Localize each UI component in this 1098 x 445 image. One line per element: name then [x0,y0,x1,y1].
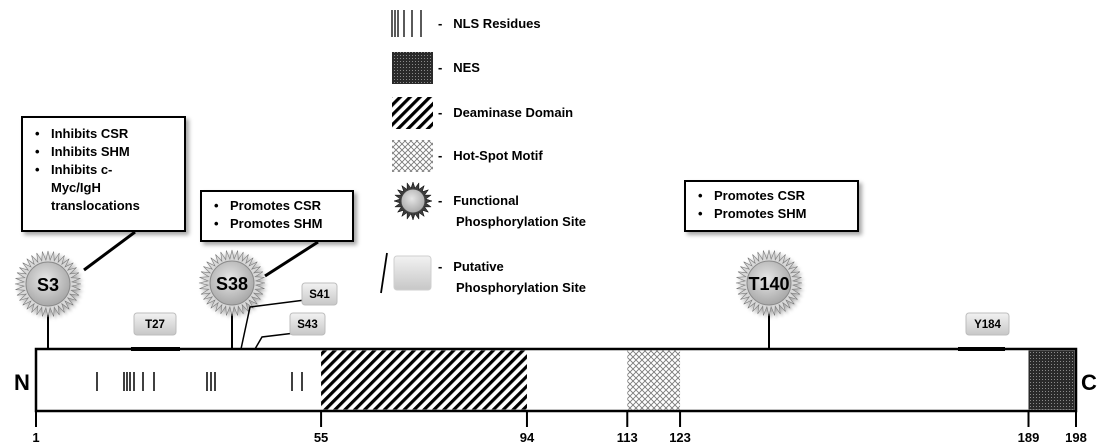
legend-functional-label: - Functional [438,193,519,208]
functional-text-1: Functional [453,193,519,208]
protein-bar [34,347,1078,413]
site-connector [254,332,296,350]
hotspot-motif [627,350,681,410]
s3-effect-1: Inhibits CSR [29,125,178,143]
site-label: S38 [216,274,248,294]
legend-putative-label: - Putative [438,259,504,274]
site-tag [301,282,338,306]
position-label: 1 [32,430,39,445]
n-terminus-label: N [14,370,30,395]
s38-effects-note: Promotes CSR Promotes SHM [200,190,354,242]
site-disc [209,260,255,306]
position-label: 94 [520,430,535,445]
functional-site-s38: S38 [198,249,266,349]
site-tag [133,312,177,336]
position-label: 113 [617,430,638,445]
s3-effect-2: Inhibits SHM [29,143,178,161]
legend-deaminase-symbol [392,97,433,129]
site-tag [965,312,1010,336]
nes-text: NES [453,60,480,75]
deaminase-text: Deaminase Domain [453,105,574,120]
t140-effect-1: Promotes CSR [692,187,851,205]
s3-effect-3: Inhibits c-Myc/IgH translocations [29,161,149,215]
t140-effect-2: Promotes SHM [692,205,851,223]
s38-effect-1: Promotes CSR [208,197,346,215]
legend-functional-label-2: Phosphorylation Site [456,214,587,229]
legend [380,10,433,294]
site-label: S41 [309,289,330,301]
putative-site-t27: T27 [131,312,180,351]
position-label: 55 [314,430,328,445]
t140-effects-note: Promotes CSR Promotes SHM [684,180,859,232]
putative-site-s41: S41 [240,282,338,350]
site-label: S3 [37,275,59,295]
legend-nes-label: - NES [438,60,480,75]
position-label: 189 [1018,430,1040,445]
s38-effect-2: Promotes SHM [208,215,346,233]
c-terminus-label: C [1081,370,1097,395]
position-label: 198 [1065,430,1087,445]
s3-effects-note: Inhibits CSR Inhibits SHM Inhibits c-Myc… [21,116,186,232]
site-disc [25,261,71,307]
site-label: Y184 [974,319,1001,331]
legend-nls-label: - NLS Residues [438,16,541,31]
site-connector [240,299,306,350]
legend-nls-symbol [391,10,422,37]
s3-note-connector [83,230,136,272]
legend-putative-site-symbol [380,252,432,294]
functional-site-t140: T140 [735,249,803,349]
legend-nes-symbol [392,52,433,84]
legend-functional-site-symbol [393,181,433,221]
legend-putative-label-2: Phosphorylation Site [456,280,587,295]
functional-site-s3: S3 [14,250,82,349]
protein-domains [321,350,1075,410]
site-tag [289,312,326,336]
functional-sites: S3 S38 T140 [14,249,803,349]
putative-text-1: Putative [453,259,504,274]
site-label: S43 [297,319,317,331]
position-label: 123 [669,430,691,445]
hotspot-text: Hot-Spot Motif [453,148,543,163]
nls-residues [96,372,303,391]
putative-site-y184: Y184 [958,312,1010,351]
site-disc [746,260,792,306]
legend-hotspot-symbol [392,140,433,172]
putative-site-s43: S43 [254,312,326,350]
deaminase-domain [321,350,527,410]
nes-domain [1028,350,1075,410]
site-label: T140 [748,274,789,294]
site-label: T27 [145,319,165,331]
legend-deaminase-label: - Deaminase Domain [438,105,574,120]
legend-hotspot-label: - Hot-Spot Motif [438,148,543,163]
position-ticks: 1 55 94 113 123 189 198 [32,411,1087,445]
s38-note-connector [264,240,319,278]
nls-text: NLS Residues [453,16,541,31]
